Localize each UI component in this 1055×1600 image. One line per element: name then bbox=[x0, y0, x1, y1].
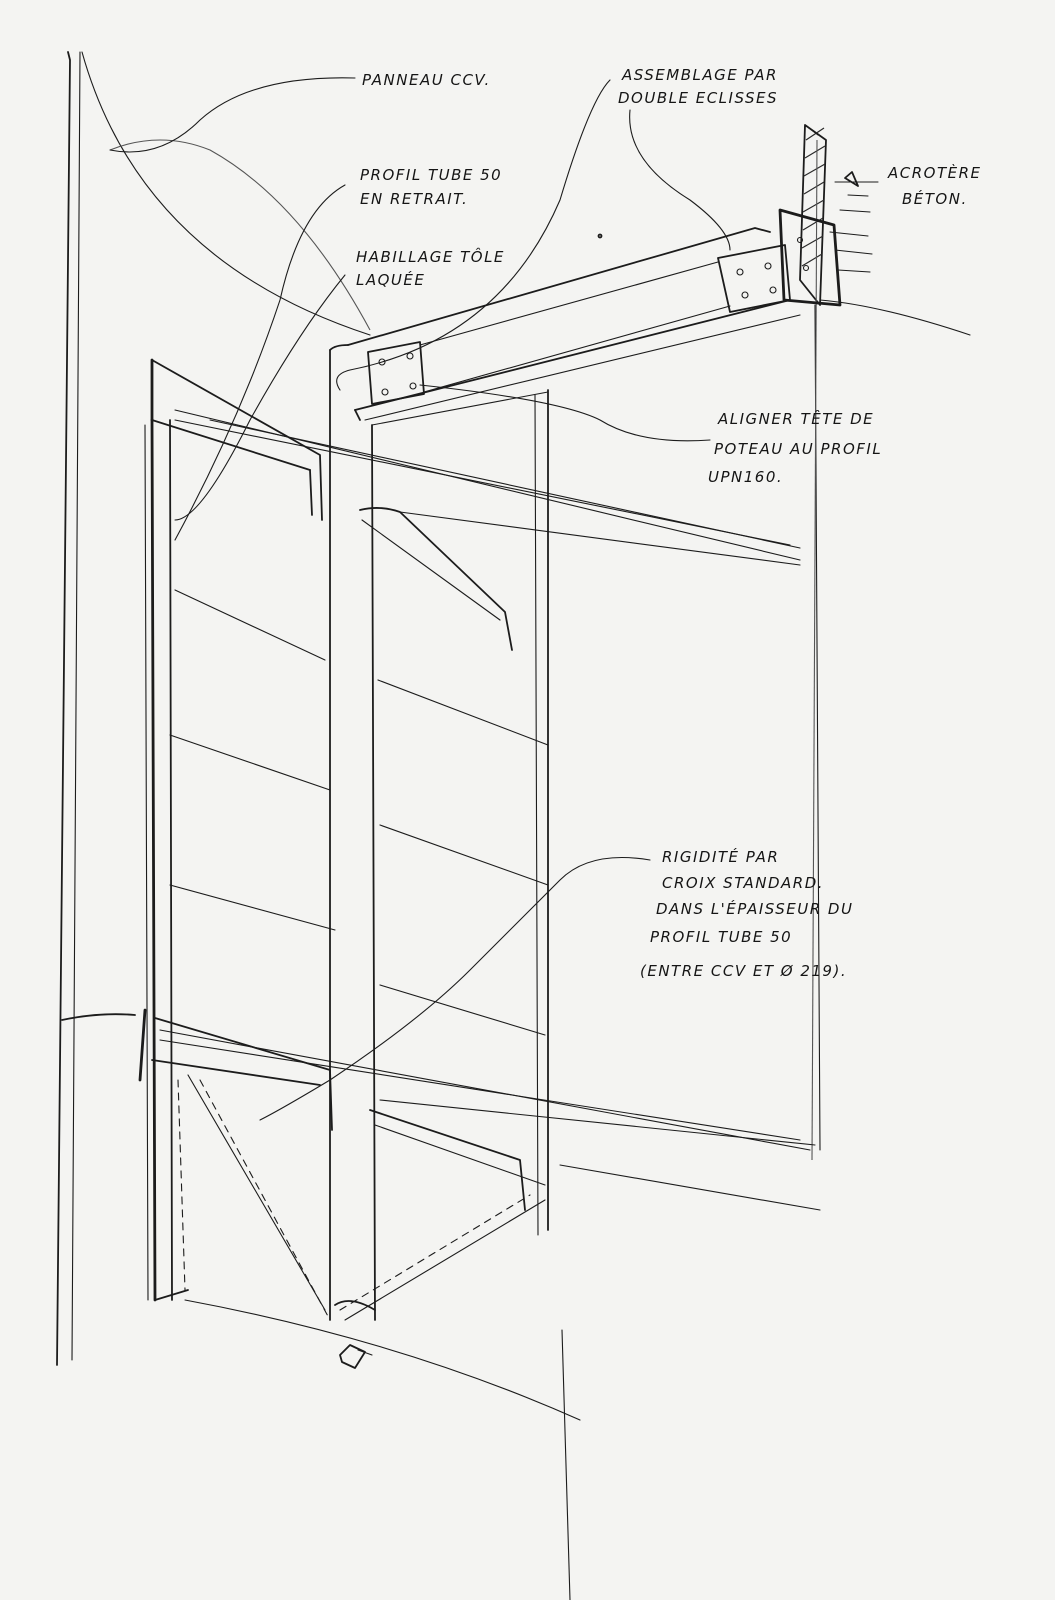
label-profil-tube-2: EN RETRAIT. bbox=[360, 190, 468, 208]
left-tube-post bbox=[61, 358, 333, 1302]
annotations: PANNEAU CCV. PROFIL TUBE 50 EN RETRAIT. … bbox=[356, 66, 982, 980]
main-steel-column bbox=[329, 344, 571, 1600]
label-aligner-3: UPN160. bbox=[708, 468, 783, 486]
label-aligner-2: POTEAU AU PROFIL bbox=[714, 440, 882, 458]
label-rigidite-3: DANS L'ÉPAISSEUR DU bbox=[656, 899, 853, 918]
leader-lines bbox=[109, 77, 879, 1121]
upn160-top-beam bbox=[347, 208, 842, 421]
label-assemblage-2: DOUBLE ECLISSES bbox=[618, 89, 778, 107]
label-rigidite-1: RIGIDITÉ PAR bbox=[662, 847, 779, 866]
label-acrotere-2: BÉTON. bbox=[902, 189, 968, 208]
label-rigidite-2: CROIX STANDARD. bbox=[662, 874, 824, 892]
label-acrotere-1: ACROTÈRE bbox=[887, 163, 982, 182]
horizontal-rails bbox=[159, 409, 821, 1421]
concrete-parapet bbox=[799, 124, 971, 1161]
label-habillage-1: HABILLAGE TÔLE bbox=[356, 247, 505, 266]
bracing-cross bbox=[177, 1074, 546, 1369]
label-rigidite-4: PROFIL TUBE 50 bbox=[650, 928, 792, 946]
label-panneau-ccv: PANNEAU CCV. bbox=[362, 71, 491, 89]
label-habillage-2: LAQUÉE bbox=[356, 270, 425, 289]
label-profil-tube-1: PROFIL TUBE 50 bbox=[360, 166, 502, 184]
label-assemblage-1: ASSEMBLAGE PAR bbox=[621, 66, 778, 84]
facade-edge-lines bbox=[56, 51, 371, 1366]
label-rigidite-5: (ENTRE CCV ET Ø 219). bbox=[640, 962, 847, 980]
label-aligner-1: ALIGNER TÊTE DE bbox=[717, 409, 874, 428]
